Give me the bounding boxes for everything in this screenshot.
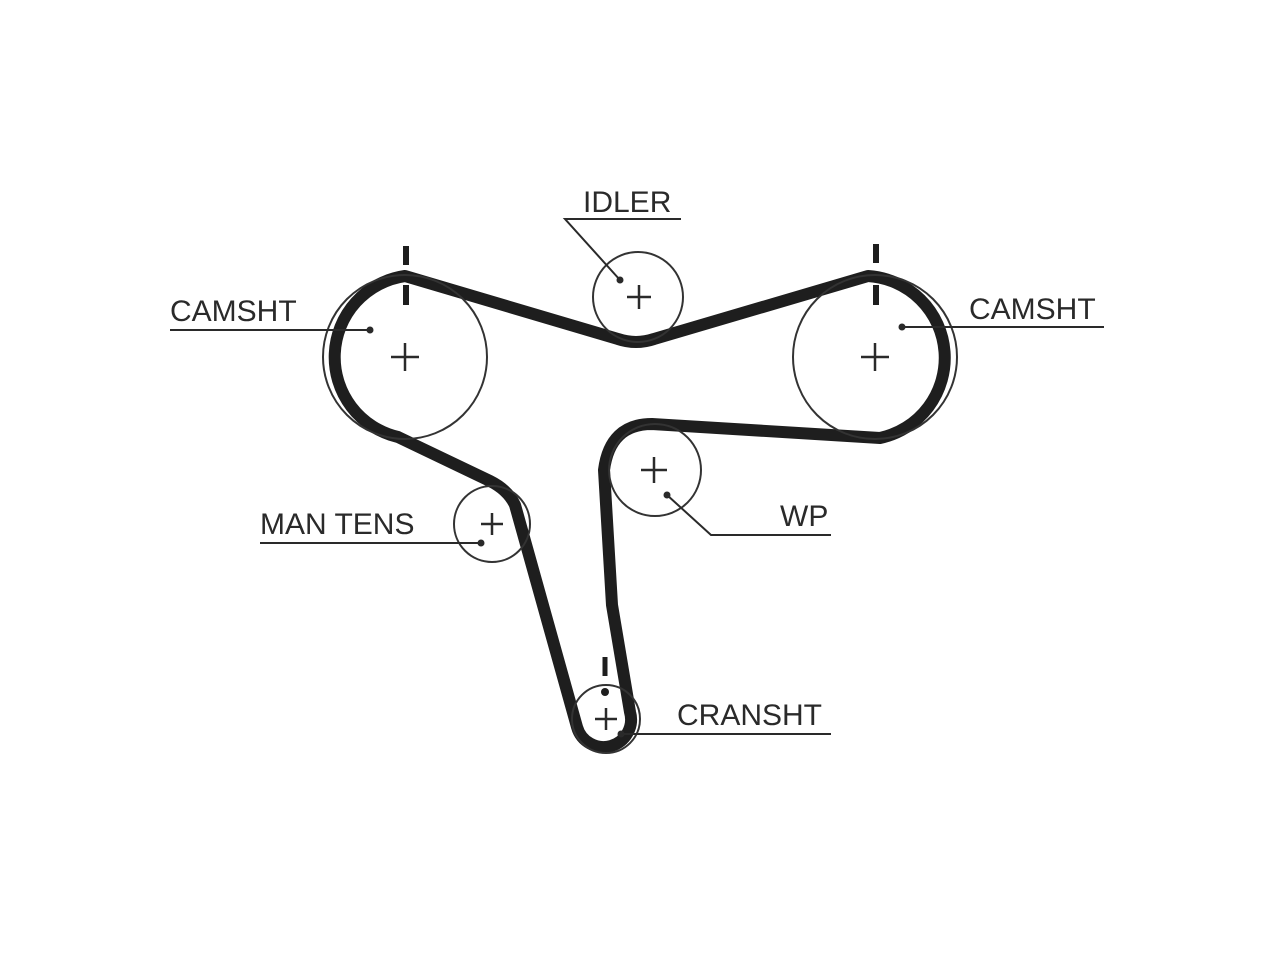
- crankshaft-pulley: [571, 684, 641, 754]
- crankshaft-center-mark: [595, 708, 617, 730]
- idler-label: IDLER: [583, 186, 671, 219]
- idler-pulley: [592, 251, 684, 343]
- crankshaft-label: CRANSHT: [677, 699, 822, 732]
- water-pump-leader-dot: [663, 491, 671, 499]
- camshaft-left-leader-dot: [366, 326, 374, 334]
- idler-leader-line: [562, 218, 681, 281]
- water-pump-pulley: [608, 423, 702, 517]
- manual-tensioner-label: MAN TENS: [260, 508, 414, 541]
- camshaft-pulley-left: [322, 274, 488, 440]
- camshaft-left-center-mark: [391, 343, 419, 371]
- tensioner-center-mark: [481, 513, 503, 535]
- idler-center-mark: [627, 285, 651, 309]
- camshaft-right-center-mark: [861, 343, 889, 371]
- camshaft-pulley-right: [792, 274, 958, 440]
- water-pump-label: WP: [780, 500, 828, 533]
- camshaft-left-label: CAMSHT: [170, 295, 297, 328]
- crankshaft-timing-mark: [601, 657, 609, 696]
- water-pump-center-mark: [641, 457, 667, 483]
- crankshaft-leader-dot: [617, 730, 625, 738]
- idler-leader-dot: [616, 276, 624, 284]
- timing-belt: [328, 270, 951, 754]
- tensioner-leader-dot: [477, 539, 485, 547]
- camshaft-right-label: CAMSHT: [969, 293, 1096, 326]
- camshaft-right-leader-dot: [898, 323, 906, 331]
- water-pump-leader-line: [666, 494, 831, 536]
- tensioner-pulley: [453, 485, 531, 563]
